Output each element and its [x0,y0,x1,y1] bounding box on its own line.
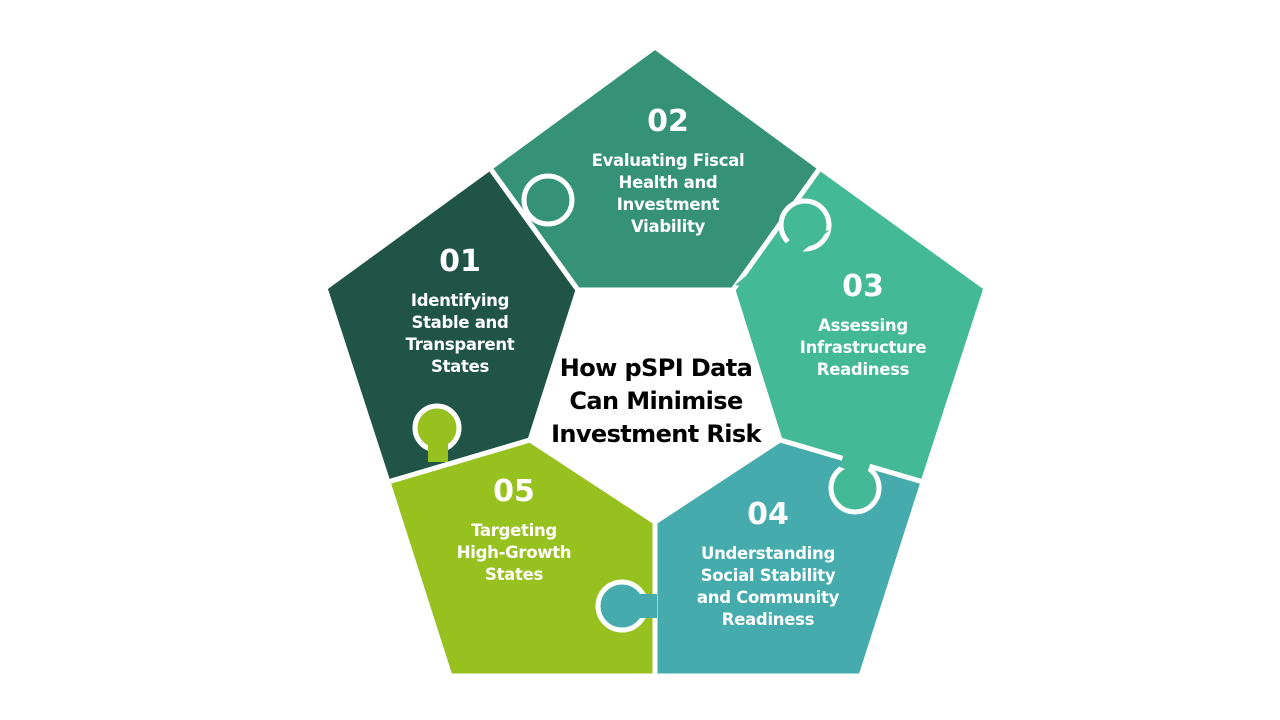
puzzle-knob-02 [521,173,575,227]
segment-number: 02 [647,104,689,139]
segment-05 [385,437,658,679]
segment-number: 03 [842,269,884,304]
segment-01-label: 01 Identifying Stable and Transparent St… [406,246,515,378]
segment-text: Understanding Social Stability and Commu… [696,544,840,629]
segment-02-label: 02 Evaluating Fiscal Health and Investme… [592,106,745,238]
segment-number: 01 [439,244,481,279]
center-title: How pSPI Data Can Minimise Investment Ri… [551,354,761,448]
segment-text: Assessing Infrastructure Readiness [799,316,927,379]
segment-05-label: 05 Targeting High-Growth States [456,474,572,586]
segment-number: 05 [493,474,535,509]
segment-text: Evaluating Fiscal Health and Investment … [591,151,745,236]
segment-04-label: 04 Understanding Social Stability and Co… [697,499,839,631]
segment-number: 04 [747,497,789,532]
segment-03-label: 03 Assessing Infrastructure Readiness [799,269,927,381]
segment-text: Targeting High-Growth States [456,521,572,584]
segment-text: Identifying Stable and Transparent State… [405,291,515,376]
